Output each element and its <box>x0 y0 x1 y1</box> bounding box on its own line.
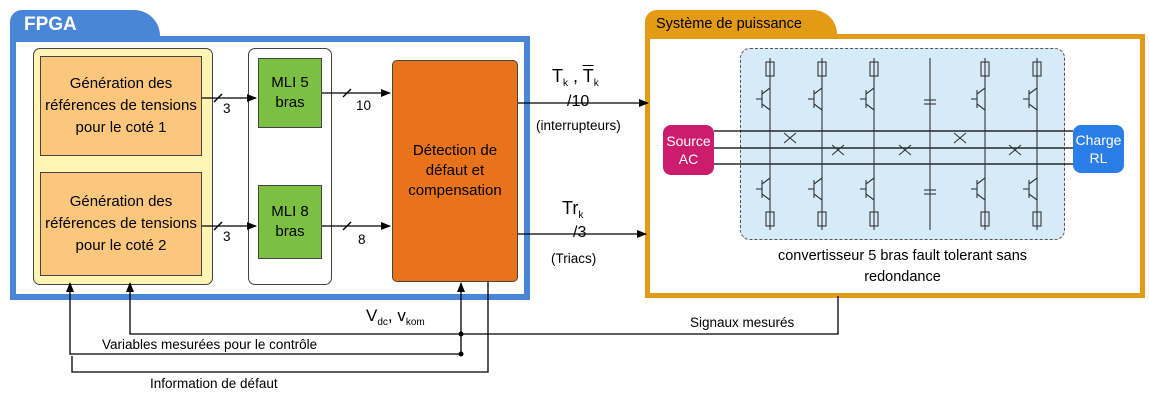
gen2-bus-width: 3 <box>223 229 231 244</box>
triac-icon <box>1008 144 1022 156</box>
control-variables-line <box>66 282 462 355</box>
junction-vdc <box>458 331 464 337</box>
triac-icon <box>953 132 967 144</box>
resistor-icon <box>869 211 879 227</box>
converter-area <box>740 48 1065 240</box>
converter-label: convertisseur 5 bras fault tolerant sans… <box>777 248 1028 285</box>
junction-control <box>458 351 464 357</box>
source-ac-block[interactable]: Source AC <box>663 125 714 175</box>
triac-icon <box>783 132 797 144</box>
charge-rl-block[interactable]: Charge RL <box>1073 125 1124 173</box>
generator-side-1-label: Génération des références de tensions po… <box>45 75 197 136</box>
fault-info-line <box>71 282 489 373</box>
charge-rl-label: Charge RL <box>1075 132 1122 166</box>
mli-8-block[interactable]: MLI 8 bras <box>258 185 322 259</box>
converter-legs <box>756 58 1042 230</box>
triac-icon <box>831 144 845 156</box>
control-variables-label: Variables mesurées pour le contrôle <box>102 337 318 352</box>
trk-note: (Triacs) <box>551 251 597 266</box>
fault-detection-block[interactable]: Détection de défaut et compensation <box>392 60 518 282</box>
source-ac-label: Source AC <box>666 133 711 167</box>
fault-detection-label: Détection de défaut et compensation <box>408 142 502 199</box>
resistor-icon <box>817 61 827 77</box>
mli-5-label: MLI 5 bras <box>271 74 309 111</box>
resistor-icon <box>817 211 827 227</box>
tk-note: (interrupteurs) <box>536 118 621 133</box>
fpga-title: FPGA <box>10 10 160 40</box>
power-system-title: Système de puissance <box>645 10 837 38</box>
triac-icon <box>898 144 912 156</box>
fault-info-label: Information de défaut <box>150 376 278 391</box>
generator-side-1[interactable]: Génération des références de tensions po… <box>40 56 202 156</box>
resistor-icon <box>1032 61 1042 77</box>
generator-side-2-label: Génération des références de tensions po… <box>45 193 197 254</box>
signals-feedback-line <box>126 282 839 335</box>
mli-8-label: MLI 8 bras <box>271 203 309 240</box>
mli8-bus-width: 8 <box>358 232 366 247</box>
bus-mli5-slash <box>342 88 352 98</box>
fpga-frame <box>10 36 530 300</box>
resistor-icon <box>869 61 879 77</box>
tk-signal-label: Tk , Tk <box>552 66 599 89</box>
bus-gen1-slash <box>213 93 223 103</box>
bus-gen2-slash <box>213 221 223 231</box>
trk-count: /3 <box>573 224 587 241</box>
mli-5-block[interactable]: MLI 5 bras <box>258 58 322 128</box>
generator-side-2[interactable]: Génération des références de tensions po… <box>40 172 202 276</box>
resistor-icon <box>765 61 775 77</box>
resistor-icon <box>980 211 990 227</box>
mli5-bus-width: 10 <box>356 98 372 113</box>
vdc-vkom-label: Vdc, vkom <box>366 306 425 328</box>
trk-signal-label: Trk <box>562 198 584 221</box>
signals-label: Signaux mesurés <box>690 315 795 330</box>
gen1-bus-width: 3 <box>223 101 231 116</box>
bus-mli8-slash <box>342 221 352 231</box>
resistor-icon <box>765 211 775 227</box>
resistor-icon <box>980 61 990 77</box>
resistor-icon <box>1032 211 1042 227</box>
power-system-frame <box>645 34 1145 298</box>
tk-count: /10 <box>567 93 590 110</box>
